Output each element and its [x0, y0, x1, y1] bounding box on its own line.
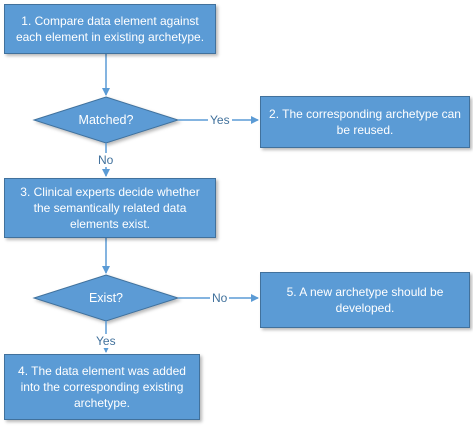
step-5-box: 5. A new archetype should be developed.: [260, 272, 470, 328]
edge-label-exist-yes: Yes: [94, 334, 118, 348]
step-1-text: 1. Compare data element against each ele…: [15, 14, 205, 44]
step-2-box: 2. The corresponding archetype can be re…: [260, 96, 470, 148]
step-3-text: 3. Clinical experts decide whether the s…: [20, 185, 200, 231]
decision-matched-label: Matched?: [78, 113, 134, 127]
step-2-text: 2. The corresponding archetype can be re…: [269, 107, 461, 137]
edge-label-matched-no: No: [96, 153, 116, 167]
step-4-box: 4. The data element was added into the c…: [4, 354, 200, 420]
step-5-text: 5. A new archetype should be developed.: [286, 285, 444, 315]
step-3-box: 3. Clinical experts decide whether the s…: [4, 178, 216, 238]
edge-label-matched-yes: Yes: [208, 113, 232, 127]
step-4-text: 4. The data element was added into the c…: [18, 364, 186, 410]
edge-label-exist-no: No: [210, 291, 230, 305]
step-1-box: 1. Compare data element against each ele…: [4, 4, 216, 54]
decision-exist-label: Exist?: [88, 291, 124, 305]
